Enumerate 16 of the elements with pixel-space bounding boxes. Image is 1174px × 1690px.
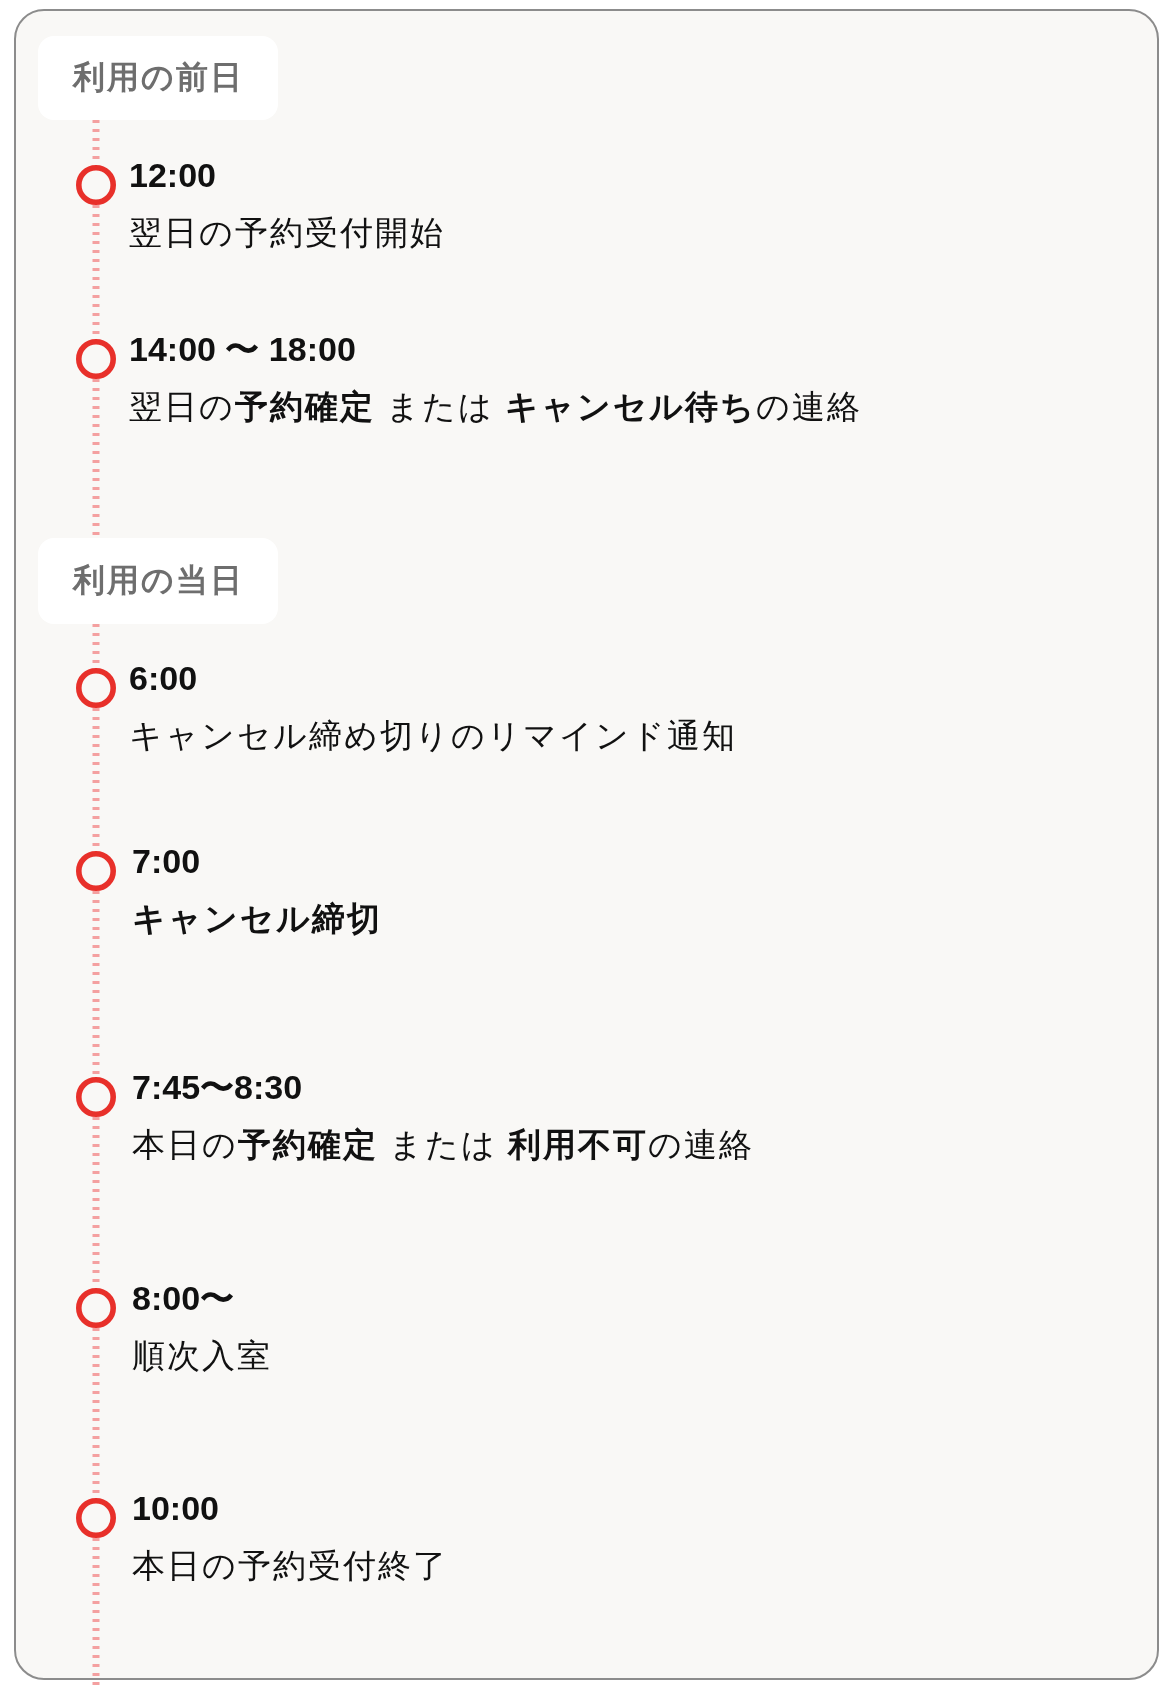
event-description: 本日の予約受付終了 bbox=[132, 1546, 448, 1586]
event-description: 翌日の予約確定 または キャンセル待ちの連絡 bbox=[129, 387, 863, 427]
event-time: 6:00 bbox=[129, 658, 198, 699]
section-heading: 利用の当日 bbox=[38, 538, 278, 624]
event-time: 14:00 〜 18:00 bbox=[129, 329, 356, 370]
event-description: 翌日の予約受付開始 bbox=[129, 213, 445, 253]
event-time: 7:00 bbox=[132, 841, 201, 882]
event-description: 本日の予約確定 または 利用不可の連絡 bbox=[132, 1125, 755, 1165]
event-description: キャンセル締め切りのリマインド通知 bbox=[129, 716, 737, 756]
event-time: 10:00 bbox=[132, 1488, 219, 1529]
event-description: 順次入室 bbox=[132, 1336, 272, 1376]
event-description: キャンセル締切 bbox=[132, 899, 382, 939]
event-time: 12:00 bbox=[129, 155, 216, 196]
event-time: 7:45〜8:30 bbox=[132, 1067, 303, 1108]
event-time: 8:00〜 bbox=[132, 1278, 235, 1319]
section-heading: 利用の前日 bbox=[38, 36, 278, 120]
